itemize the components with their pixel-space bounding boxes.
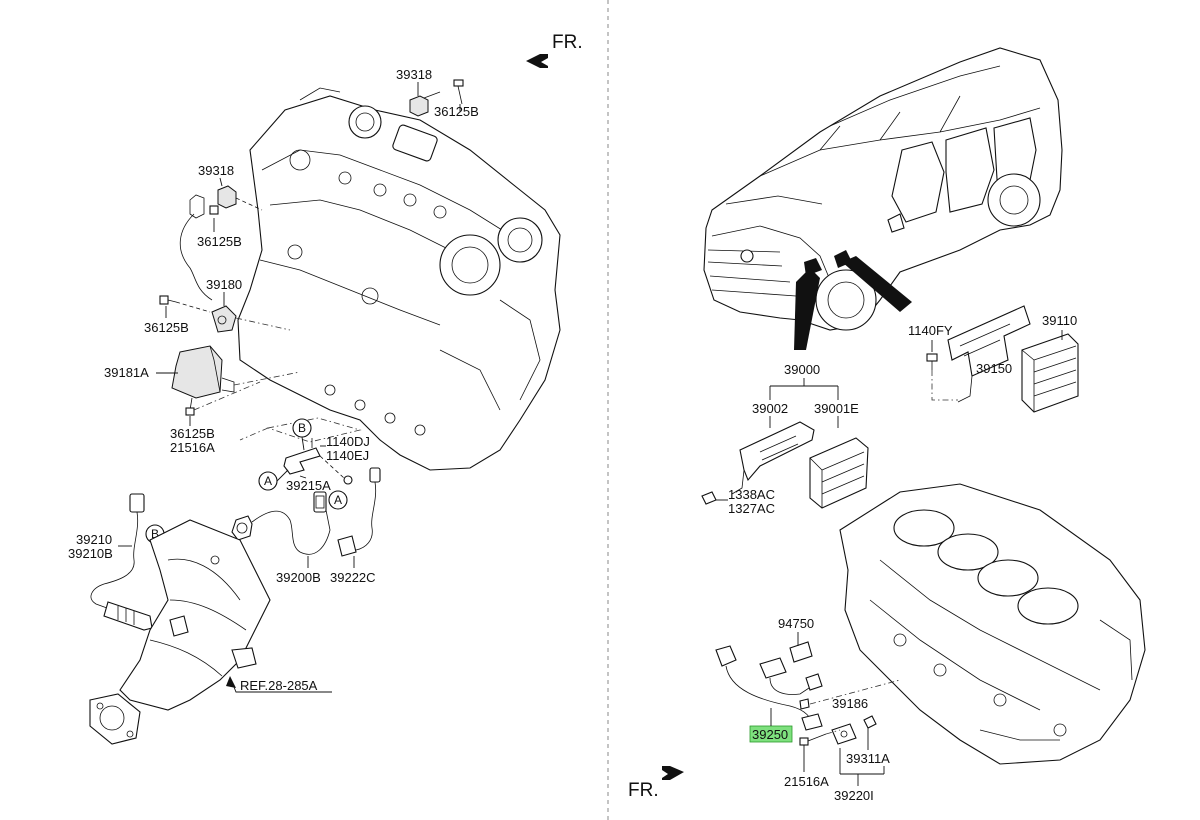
oxygen-sensor-39210 [90, 493, 153, 631]
bolt-39186 [799, 698, 810, 710]
front-label-left: FR. [552, 32, 583, 53]
front-direction-arrow-left: FR. [526, 32, 583, 68]
label-39181A: 39181A [104, 365, 149, 380]
label-1140DJ: 1140DJ [326, 434, 370, 449]
label-39311A: 39311A [846, 751, 890, 766]
label-39186: 39186 [832, 696, 868, 711]
sensor-bracket-39215A [239, 417, 362, 485]
engine-block-right [839, 483, 1146, 765]
sensor-39222C [337, 467, 381, 557]
label-36125B-low: 36125B [170, 426, 215, 441]
label-21516A-left: 21516A [170, 440, 215, 455]
label-39210: 39210 [76, 532, 112, 547]
callout-a-right-text: A [334, 493, 342, 507]
bolt-21516A [799, 733, 827, 746]
oxygen-sensor-39200B [231, 491, 331, 555]
label-39210B: 39210B [68, 546, 113, 561]
label-36125B-top: 36125B [434, 104, 479, 119]
pointer-wedge-1 [794, 268, 820, 350]
part-39311A [863, 715, 877, 729]
engine-block-left [237, 87, 561, 471]
label-39215A: 39215A [286, 478, 331, 493]
callout-b-left-text: B [151, 527, 159, 541]
label-36125B-side: 36125B [144, 320, 189, 335]
sensor-harness-39250 [715, 645, 823, 731]
ecu-module-39110 [1021, 333, 1079, 413]
callout-b-top-text: B [298, 421, 306, 435]
label-39318-top: 39318 [396, 67, 432, 82]
label-1338AC: 1338AC [728, 487, 775, 502]
callout-a-right [328, 490, 348, 510]
label-39200B: 39200B [276, 570, 321, 585]
label-39000: 39000 [784, 362, 820, 377]
label-21516A-right: 21516A [784, 774, 829, 789]
label-1140EJ: 1140EJ [326, 448, 369, 463]
label-39250: 39250 [752, 727, 788, 742]
catalytic-converter [89, 519, 271, 745]
bolt-1140FY [926, 353, 938, 362]
label-39220I: 39220I [834, 788, 874, 803]
label-39150: 39150 [976, 361, 1012, 376]
ecu-module-39001E [809, 437, 869, 509]
callout-a-left-text: A [264, 474, 272, 488]
label-36125B-mid: 36125B [197, 234, 242, 249]
label-39002: 39002 [752, 401, 788, 416]
vehicle-illustration [703, 47, 1063, 331]
pointer-wedge-2 [842, 256, 912, 312]
front-direction-arrow-right: FR. [628, 766, 684, 801]
label-1327AC: 1327AC [728, 501, 775, 516]
nut-1338AC [701, 491, 717, 505]
ecu-bracket-39150 [947, 305, 1031, 403]
bolt-top [453, 79, 464, 105]
label-39110: 39110 [1042, 313, 1077, 328]
cam-position-sensor-mid [179, 185, 263, 301]
sensor-shield-39181A [171, 345, 301, 416]
knock-sensor-39220I [831, 723, 857, 745]
label-94750: 94750 [778, 616, 814, 631]
label-ref-28-285A: REF.28-285A [240, 678, 318, 693]
label-39001E: 39001E [814, 401, 859, 416]
crankshaft-position-sensor [159, 295, 291, 333]
front-label-right: FR. [628, 780, 659, 801]
label-39318-mid: 39318 [198, 163, 234, 178]
label-39222C: 39222C [330, 570, 376, 585]
label-1140FY: 1140FY [908, 323, 953, 338]
cam-position-sensor-top [409, 91, 441, 117]
label-39180: 39180 [206, 277, 242, 292]
ecu-bracket-39002 [731, 421, 815, 495]
sensor-94750 [789, 641, 813, 663]
